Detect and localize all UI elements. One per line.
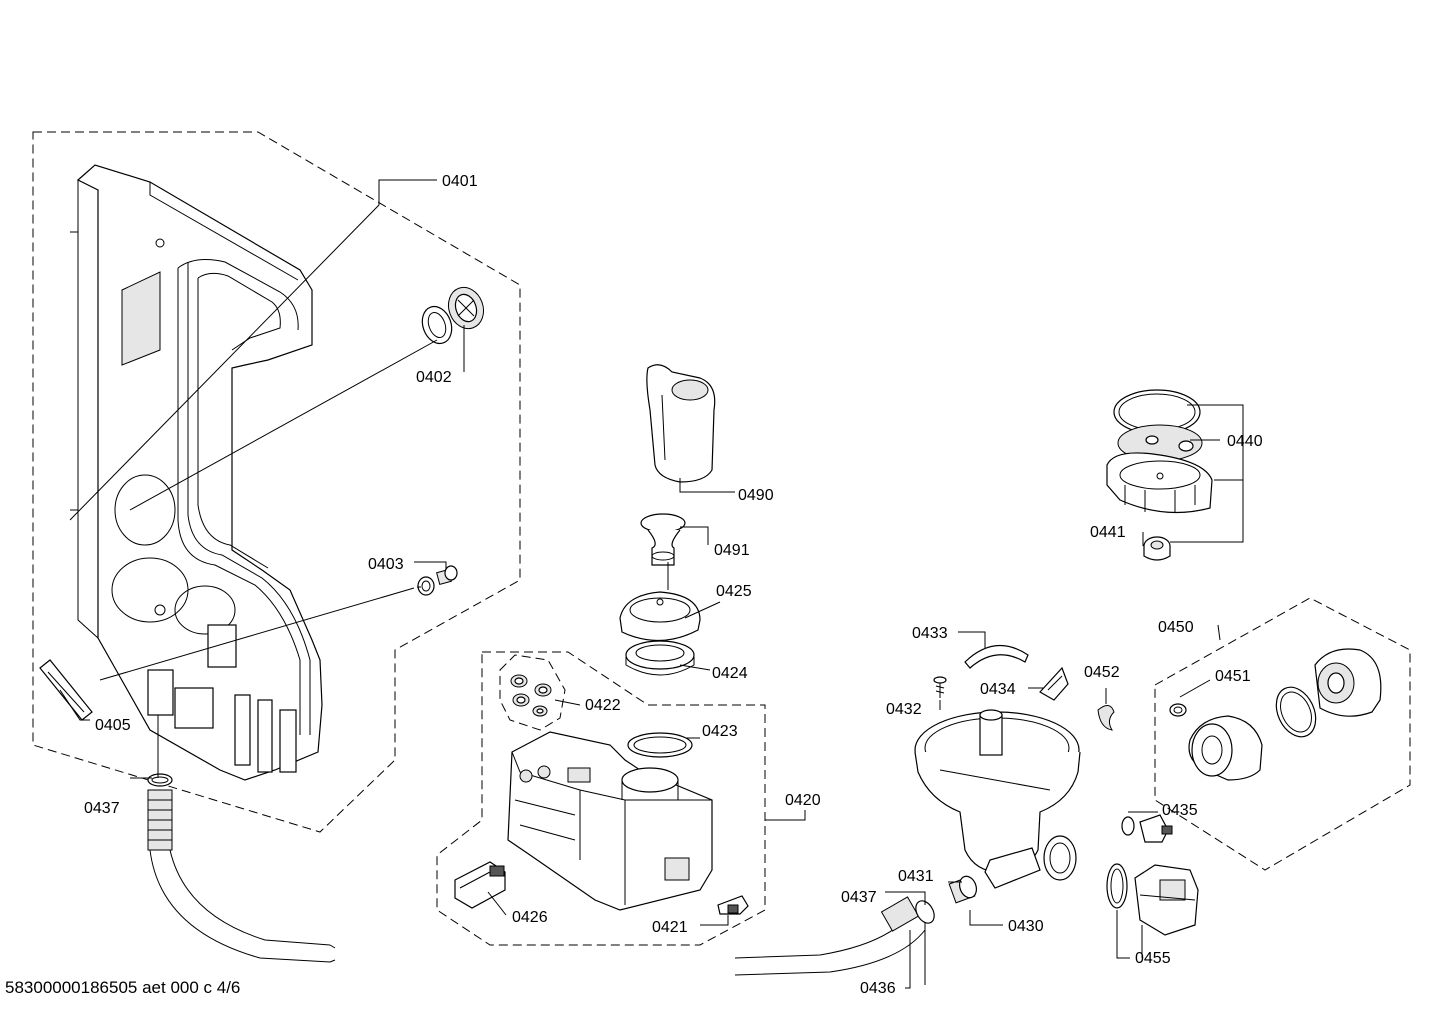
label-0432: 0432: [886, 701, 922, 718]
funnel-0490: [646, 364, 716, 483]
label-0441: 0441: [1090, 524, 1126, 541]
group-outline-0450: [1154, 597, 1411, 871]
fitting-0403: [417, 565, 458, 596]
label-0451: 0451: [1215, 668, 1251, 685]
label-0434: 0434: [980, 681, 1016, 698]
label-0430: 0430: [1008, 918, 1044, 935]
bracket-0433: [964, 644, 1029, 669]
label-0405: 0405: [95, 717, 131, 734]
label-0450: 0450: [1158, 619, 1194, 636]
group-outline-0401: [32, 131, 521, 833]
drain-pump-0450: [1169, 648, 1382, 781]
leader-lines: [59, 179, 1244, 989]
label-0401: 0401: [442, 173, 478, 190]
part-labels: 0401 0402 0403 0405 0437 0490 0491 0425 …: [84, 173, 1263, 997]
ring-0424: [625, 640, 695, 676]
label-0423: 0423: [702, 723, 738, 740]
label-0424: 0424: [712, 665, 748, 682]
coupling-0431: [948, 875, 978, 904]
seal-and-cover-0402: [421, 286, 485, 345]
tank-panel-0401: [70, 164, 323, 781]
label-0422: 0422: [585, 697, 621, 714]
sump-housing-0420: [507, 731, 713, 911]
label-0431: 0431: [898, 868, 934, 885]
label-0425: 0425: [716, 583, 752, 600]
cap-0425: [619, 591, 701, 642]
seal-0423: [627, 732, 693, 758]
valve-0441: [1143, 536, 1171, 561]
label-0421: 0421: [652, 919, 688, 936]
clip-0452: [1097, 705, 1115, 731]
insert-0491: [640, 513, 686, 566]
screw-0432: [933, 676, 947, 698]
cover-0440: [1106, 389, 1213, 514]
clip-0405: [39, 659, 93, 721]
document-reference: 58300000186505 aet 000 c 4/6: [5, 978, 241, 997]
label-0490: 0490: [738, 487, 774, 504]
label-0452: 0452: [1084, 664, 1120, 681]
label-0435: 0435: [1162, 802, 1198, 819]
seals-0422: [510, 674, 552, 717]
label-0436: 0436: [860, 980, 896, 997]
valve-0435: [1121, 814, 1173, 843]
label-0420: 0420: [785, 792, 821, 809]
label-0491: 0491: [714, 542, 750, 559]
label-0403: 0403: [368, 556, 404, 573]
label-0433: 0433: [912, 625, 948, 642]
pump-pot-0430: [914, 709, 1081, 889]
clip-0421: [717, 895, 749, 915]
flap-0434: [1039, 666, 1069, 701]
pump-motor-0455: [1106, 863, 1199, 936]
label-0440: 0440: [1227, 433, 1263, 450]
label-0402: 0402: [416, 369, 452, 386]
label-0437-left: 0437: [84, 800, 120, 817]
group-outline-0422: [499, 654, 566, 731]
drain-hose-assembly: [147, 773, 935, 976]
label-0437-right: 0437: [841, 889, 877, 906]
label-0455: 0455: [1135, 950, 1171, 967]
label-0426: 0426: [512, 909, 548, 926]
group-outline-0420: [436, 651, 766, 946]
sensor-0426: [454, 861, 506, 909]
